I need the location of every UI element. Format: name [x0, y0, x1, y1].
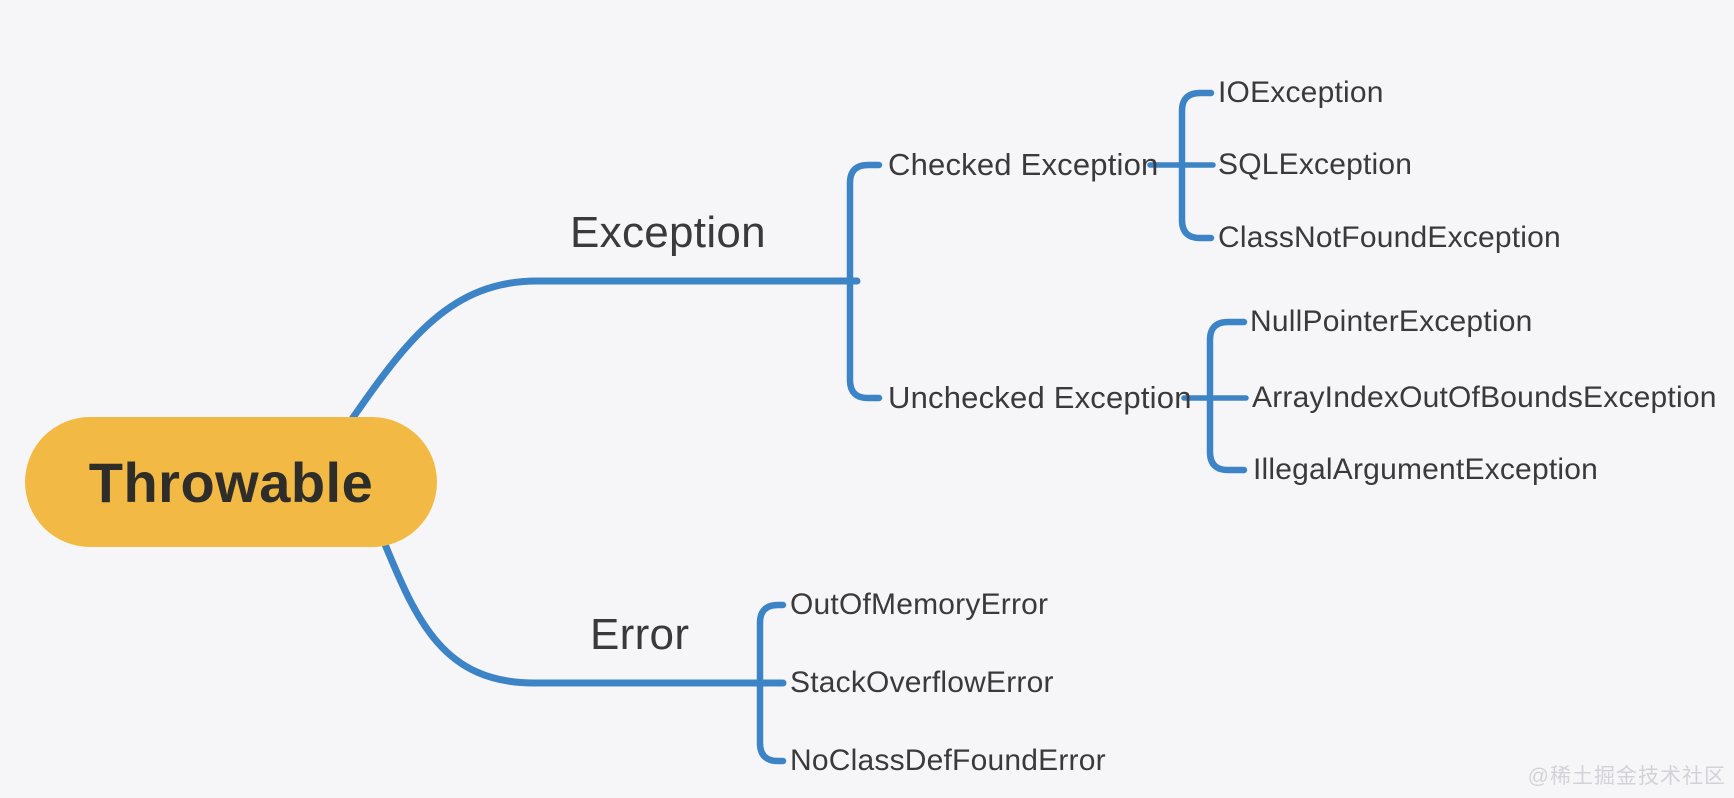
node-unchecked-exception: Unchecked Exception: [888, 380, 1192, 415]
connector-checked-trunk: [1178, 89, 1215, 242]
node-sqlexception: SQLException: [1218, 148, 1413, 181]
watermark: @稀土掘金技术社区: [1527, 765, 1726, 788]
node-illegalargumentexception: IllegalArgumentException: [1253, 453, 1598, 486]
connector-unchecked-trunk: [1206, 318, 1248, 474]
node-ioexception: IOException: [1218, 76, 1384, 109]
node-outofmemoryerror: OutOfMemoryError: [790, 588, 1049, 621]
node-nullpointerexception: NullPointerException: [1250, 305, 1533, 338]
connector-root-to-exception: [346, 277, 861, 426]
node-classnotfoundexception: ClassNotFoundException: [1218, 221, 1561, 254]
node-throwable: Throwable: [25, 417, 437, 547]
node-arrayindexoutofboundsexception: ArrayIndexOutOfBoundsException: [1252, 381, 1717, 414]
node-throwable-label: Throwable: [88, 450, 374, 514]
node-error: Error: [590, 610, 690, 659]
node-exception: Exception: [570, 208, 766, 257]
connector-root-to-error: [380, 538, 787, 687]
connector-exception-trunk: [846, 161, 883, 402]
node-stackoverflowerror: StackOverflowError: [790, 666, 1054, 699]
node-checked-exception: Checked Exception: [888, 147, 1159, 182]
connector-error-trunk: [756, 601, 787, 765]
node-noclassdeffounderror: NoClassDefFoundError: [790, 744, 1106, 777]
